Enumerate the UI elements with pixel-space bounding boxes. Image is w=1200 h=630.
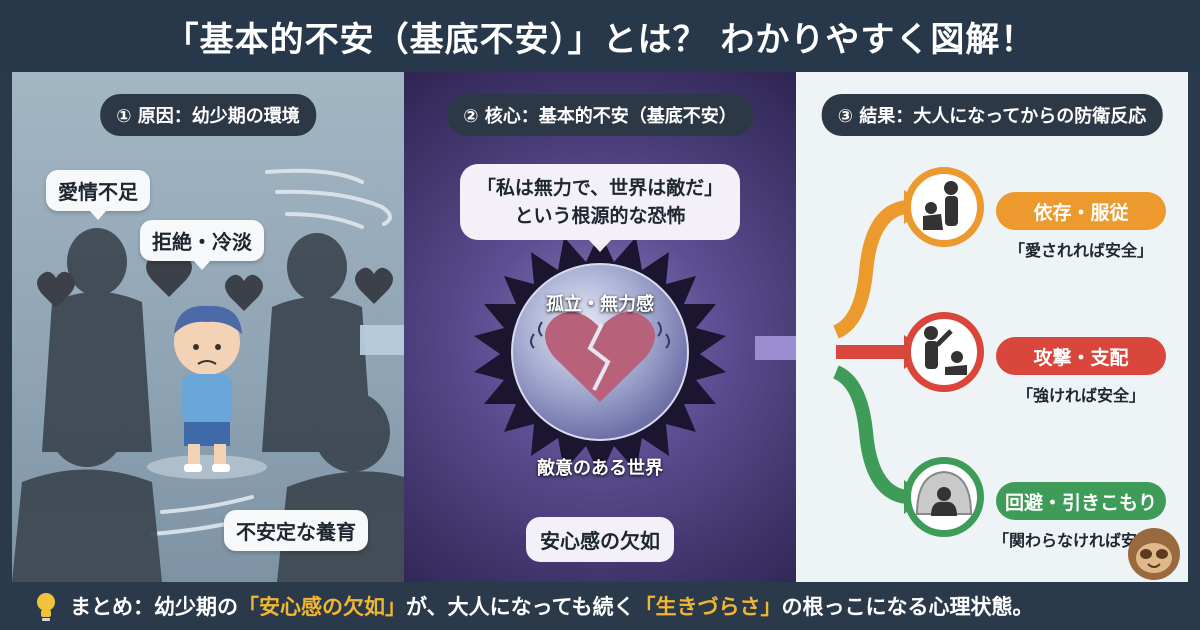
reaction-label-withdrawal: 回避・引きこもり xyxy=(996,482,1166,520)
panel-result: ③ 結果：大人になってからの防衛反応 依存・服従 「愛されれば安全」 攻撃・支配… xyxy=(796,72,1188,582)
reaction-quote-dependence: 「愛されれば安全」 xyxy=(1008,241,1153,260)
lightbulb-icon xyxy=(37,593,55,621)
silhouette-head-4 xyxy=(314,392,390,472)
bubble-rejection: 拒絶・冷淡 xyxy=(140,220,264,270)
panel-core-heading: ② 核心：基本的不安（基底不安） xyxy=(447,94,753,136)
summary-prefix: まとめ：幼少期の xyxy=(70,595,238,619)
sloth-mascot-icon xyxy=(1128,528,1180,580)
isolation-label: 孤立・無力感 xyxy=(546,294,654,315)
core-illustration xyxy=(474,232,726,476)
panel-cause-heading: ① 原因：幼少期の環境 xyxy=(100,94,316,136)
lack-of-security-label: 安心感の欠如 xyxy=(526,517,674,562)
branch-arrow-orange xyxy=(832,200,908,339)
reaction-quote-aggression: 「強ければ安全」 xyxy=(1016,386,1145,405)
broken-heart-icon-4 xyxy=(355,267,393,304)
broken-heart-icon-1 xyxy=(37,271,75,308)
reaction-label-aggression: 攻撃・支配 xyxy=(996,337,1166,375)
summary-highlight-security: 「安心感の欠如」 xyxy=(238,595,406,619)
silhouette-head-1 xyxy=(67,228,127,296)
silhouette-head-2 xyxy=(287,233,347,301)
panel-result-heading: ③ 結果：大人になってからの防衛反応 xyxy=(821,94,1163,136)
branch-arrow-green xyxy=(832,365,908,504)
summary-footer: まとめ：幼少期の 「安心感の欠如」 が、大人になっても続く 「生きづらさ」 の根… xyxy=(0,582,1200,630)
bubble-unstable-parenting: 不安定な養育 xyxy=(224,510,368,551)
panel-core: ② 核心：基本的不安（基底不安） 「私は無力で、世界は敵だ」 という根源的な恐怖… xyxy=(404,72,796,582)
aggression-icon xyxy=(904,312,984,392)
panel-cause: ① 原因：幼少期の環境 愛情不足 拒絶・冷淡 不安定な養育 xyxy=(12,72,404,582)
broken-heart-icon-3 xyxy=(225,274,263,311)
hostile-world-label: 敵意のある世界 xyxy=(537,458,663,479)
summary-highlight-hardship: 「生きづらさ」 xyxy=(634,595,782,619)
silhouette-body-3 xyxy=(12,469,162,582)
reaction-quote-withdrawal: 「関わらなければ安全」 xyxy=(992,531,1169,550)
cause-illustration xyxy=(12,168,404,582)
summary-middle: が、大人になっても続く xyxy=(406,595,635,619)
core-fear-bubble: 「私は無力で、世界は敵だ」 という根源的な恐怖 xyxy=(460,164,740,252)
page-title: 「基本的不安（基底不安）」とは？ わかりやすく図解！ xyxy=(0,0,1200,72)
wind-icon xyxy=(150,168,392,536)
broken-heart-icon-2 xyxy=(146,253,192,297)
bubble-love-shortage: 愛情不足 xyxy=(46,170,150,220)
core-fear-line2: という根源的な恐怖 xyxy=(514,205,686,227)
dependence-icon xyxy=(904,167,984,247)
reaction-label-dependence: 依存・服従 xyxy=(996,192,1166,230)
summary-suffix: の根っこになる心理状態。 xyxy=(781,595,1034,619)
silhouette-head-3 xyxy=(49,387,125,467)
withdrawal-icon xyxy=(904,457,984,537)
core-fear-line1: 「私は無力で、世界は敵だ」 xyxy=(476,177,724,199)
sad-child xyxy=(147,305,267,479)
